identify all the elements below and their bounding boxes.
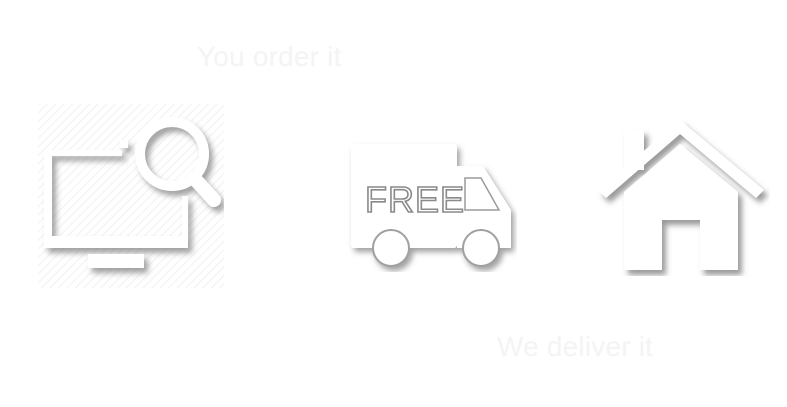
order-caption: You order it: [197, 41, 342, 72]
monitor-search-icon: [38, 104, 224, 288]
deliver-caption: We deliver it: [497, 331, 654, 362]
truck-free-label: FREE: [365, 179, 465, 220]
delivery-truck-icon: FREE: [351, 144, 511, 267]
home-icon: [598, 120, 764, 270]
